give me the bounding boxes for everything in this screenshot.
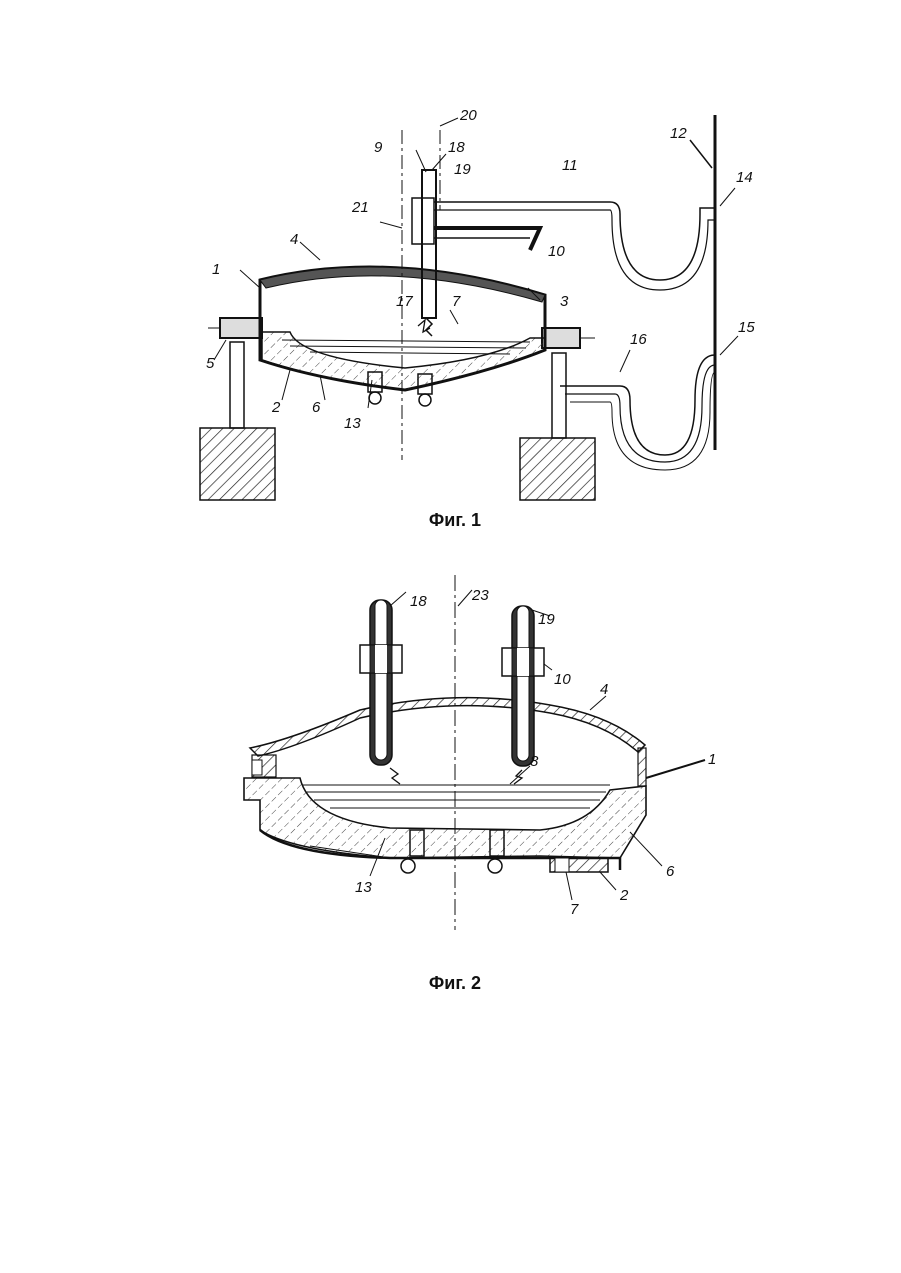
fig2-label-2: 2 xyxy=(619,887,629,904)
fig1-label-5: 5 xyxy=(206,355,215,372)
fig1-label-3: 3 xyxy=(560,293,569,310)
fig1-label-1: 1 xyxy=(212,261,220,278)
fig1-label-7: 7 xyxy=(452,293,461,310)
figure-1-drawing: 1 2 3 4 5 6 7 9 10 11 12 13 14 15 16 17 … xyxy=(190,110,790,510)
fig2-label-13: 13 xyxy=(355,879,372,896)
fig1-label-20: 20 xyxy=(459,110,477,124)
fig2-label-1: 1 xyxy=(708,751,716,768)
fig1-label-12: 12 xyxy=(670,125,687,142)
electrode-18 xyxy=(360,600,402,765)
fig2-label-6: 6 xyxy=(666,863,675,880)
fig1-label-17: 17 xyxy=(396,293,413,310)
fig1-label-19: 19 xyxy=(454,161,471,178)
fig2-label-18: 18 xyxy=(410,593,427,610)
trunnion-right xyxy=(542,328,580,348)
pillar-left xyxy=(230,342,244,428)
fig1-label-10: 10 xyxy=(548,243,565,260)
trunnion-left xyxy=(220,318,262,338)
fig1-label-14: 14 xyxy=(736,169,753,186)
pillar-right xyxy=(552,353,566,438)
fig1-label-21: 21 xyxy=(351,199,369,216)
fig1-label-9: 9 xyxy=(374,139,383,156)
fig2-label-19: 19 xyxy=(538,611,555,628)
figure-2-caption: Фиг. 2 xyxy=(400,973,510,994)
fig1-label-6: 6 xyxy=(312,399,321,416)
fig1-label-2: 2 xyxy=(271,399,281,416)
figure-1-caption: Фиг. 1 xyxy=(400,510,510,531)
vessel-right-wall xyxy=(638,748,646,786)
fig1-label-18: 18 xyxy=(448,139,465,156)
fig1-label-16: 16 xyxy=(630,331,647,348)
fig1-label-13: 13 xyxy=(344,415,361,432)
fig2-label-10: 10 xyxy=(554,671,571,688)
fig1-label-11: 11 xyxy=(562,157,578,174)
fig2-label-4: 4 xyxy=(600,681,608,698)
fig2-label-23: 23 xyxy=(471,587,489,604)
fig2-label-7: 8 xyxy=(530,753,539,770)
electrode-19 xyxy=(502,606,544,766)
fig1-label-4: 4 xyxy=(290,231,298,248)
refractory-lining xyxy=(244,778,646,858)
support-base-left xyxy=(200,428,275,500)
vessel-roof xyxy=(250,698,645,756)
fig2-label-8: 7 xyxy=(570,901,579,918)
figure-2-drawing: 18 23 19 10 4 8 1 6 2 7 13 xyxy=(210,570,750,940)
fig1-label-15: 15 xyxy=(738,319,755,336)
support-base-right xyxy=(520,438,595,500)
